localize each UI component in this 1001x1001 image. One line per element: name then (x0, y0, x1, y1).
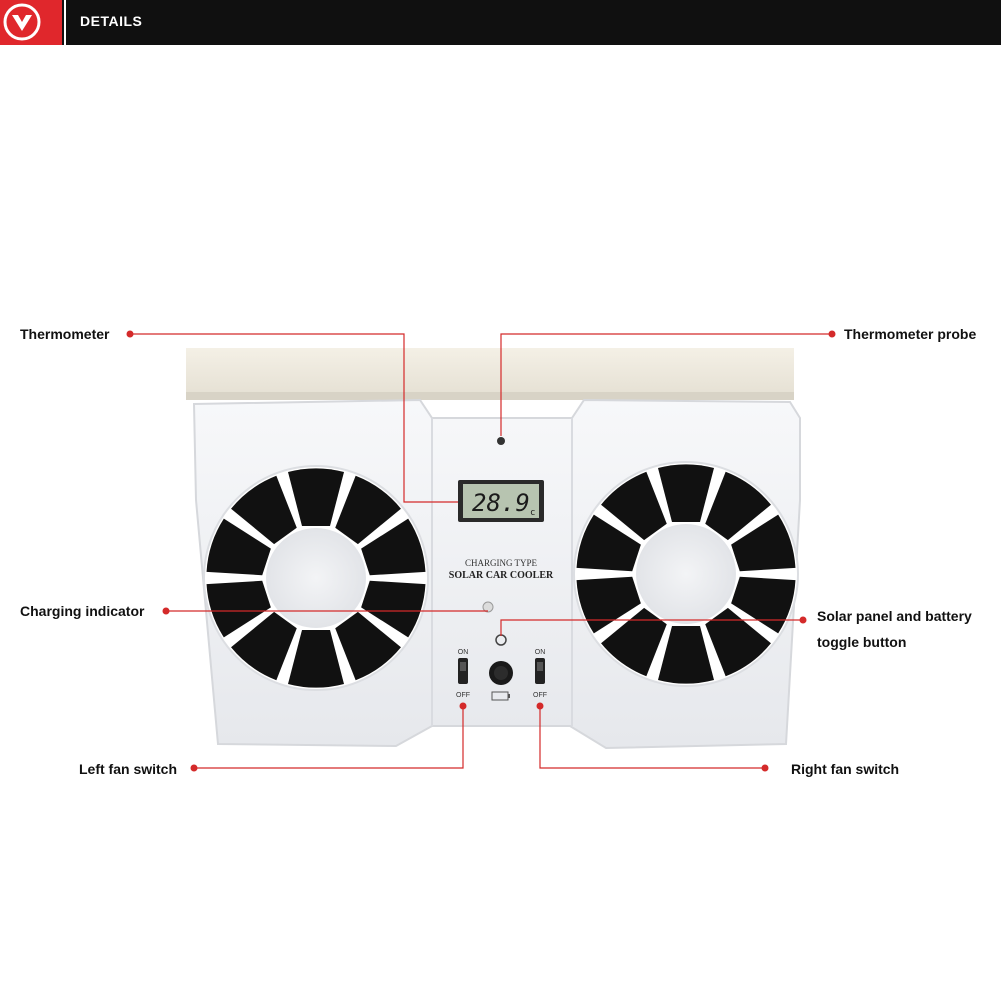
left-switch-off-label: OFF (456, 692, 470, 699)
right-fan-switch[interactable]: ON OFF (533, 649, 547, 699)
header-bar: DETAILS (0, 0, 1001, 45)
right-fan (573, 461, 799, 687)
label-solar-toggle: Solar panel and battery toggle button (817, 608, 972, 650)
right-switch-off-label: OFF (533, 692, 547, 699)
thermometer-probe-hole (497, 437, 505, 445)
label-charging-indicator: Charging indicator (20, 603, 145, 619)
left-fan-switch[interactable]: ON OFF (456, 649, 470, 699)
brand-logo (0, 0, 62, 45)
left-switch-on-label: ON (458, 649, 469, 656)
charging-indicator-led (482, 601, 494, 613)
header-divider (64, 0, 66, 45)
label-left-fan-switch: Left fan switch (79, 761, 178, 777)
lcd-reading: 28.9 (472, 489, 530, 517)
chevron-down-in-circle-icon (3, 3, 41, 41)
solar-battery-toggle-button[interactable] (489, 634, 513, 701)
label-thermometer: Thermometer (20, 326, 110, 342)
left-fan (203, 465, 429, 691)
product-type-text: CHARGING TYPE (465, 558, 538, 568)
page-title: DETAILS (80, 13, 143, 29)
right-switch-on-label: ON (535, 649, 546, 656)
label-right-fan-switch: Right fan switch (791, 761, 900, 777)
lcd-display: 28.9 c (458, 480, 544, 522)
product-name-text: SOLAR CAR COOLER (449, 570, 554, 581)
label-thermometer-probe: Thermometer probe (844, 326, 977, 342)
lcd-unit: c (530, 508, 535, 518)
